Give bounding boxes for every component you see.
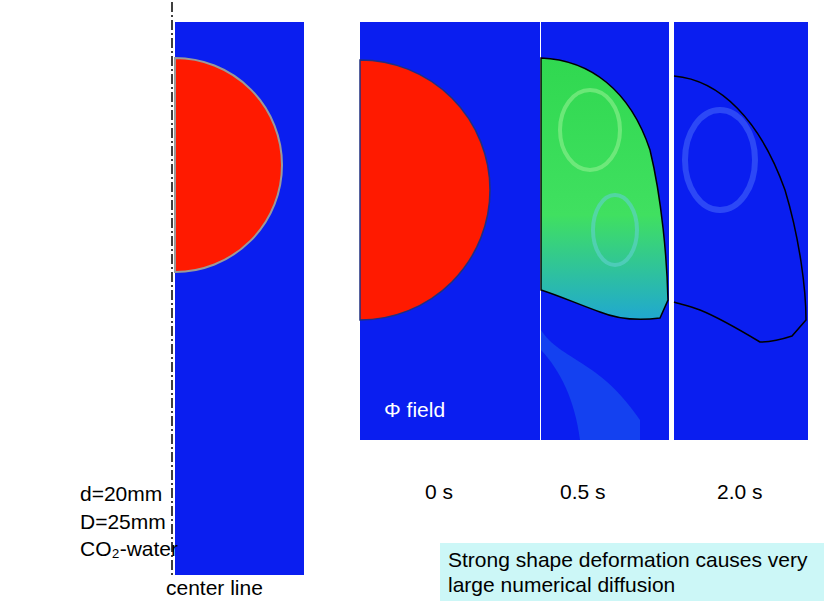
dimension-label: D=25mm: [80, 510, 166, 533]
axis-label: center line: [166, 576, 263, 599]
bubble-05s: [541, 58, 668, 319]
center-line: [171, 2, 173, 578]
time-label: 2.0 s: [717, 480, 763, 503]
phi-panel: [674, 22, 808, 440]
fluid-label: CO₂-water: [80, 537, 178, 560]
domain-field: [175, 22, 304, 575]
time-label: 0.5 s: [560, 480, 606, 503]
phi-panel: [541, 22, 669, 440]
bubble-2s: [674, 76, 806, 342]
field-label: Φ field: [384, 398, 445, 421]
initial-bubble: [175, 58, 282, 272]
time-label: 0 s: [425, 480, 453, 503]
note-text: Strong shape deformation causes very lar…: [448, 547, 816, 597]
note-box: Strong shape deformation causes very lar…: [440, 543, 824, 601]
bubble-0s: [360, 60, 490, 320]
dimension-label: d=20mm: [80, 482, 162, 505]
phi-panel: [360, 22, 540, 440]
